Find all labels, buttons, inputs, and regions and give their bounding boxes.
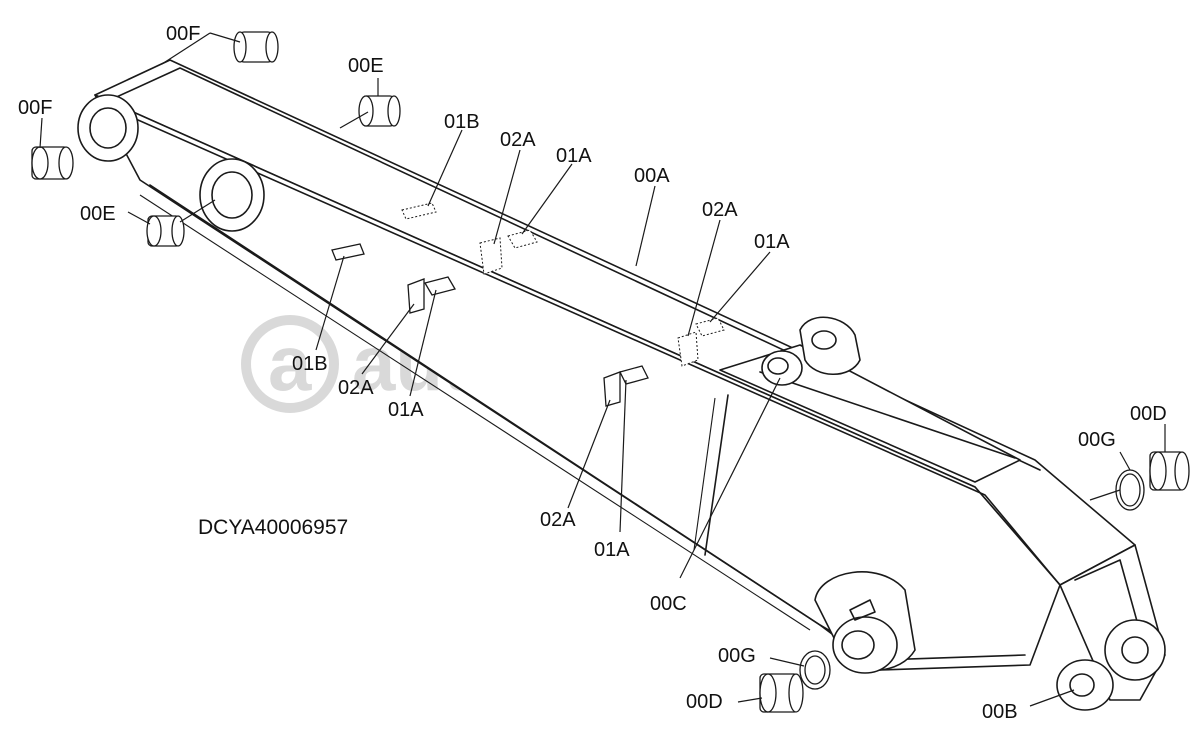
shim-02A-low	[603, 371, 621, 407]
end-bore-left	[1069, 673, 1095, 697]
callout-01B-top[interactable]: 01B	[444, 111, 480, 133]
shim-02A-mid	[407, 278, 425, 314]
bushing-00E-left	[146, 215, 185, 247]
arm-body	[77, 59, 1166, 711]
watermark-at-glyph: a	[268, 319, 312, 407]
callout-00A[interactable]: 00A	[634, 165, 670, 187]
arm-web-line	[704, 394, 729, 556]
clip-01A-top	[507, 229, 538, 249]
arm-web-line-2	[693, 397, 716, 551]
loose-parts	[31, 31, 1190, 713]
shim-02A-right	[677, 331, 699, 367]
lower-bore	[841, 630, 875, 660]
middle-bore	[211, 171, 253, 219]
bushing-00F-left	[31, 146, 74, 180]
callout-01B-mid[interactable]: 01B	[292, 353, 328, 375]
bushing-00D-right	[1149, 451, 1190, 491]
callout-01A-top[interactable]: 01A	[556, 145, 592, 167]
left-bore	[89, 107, 127, 149]
callout-02A-low[interactable]: 02A	[540, 509, 576, 531]
clips	[331, 202, 725, 407]
end-bore-right	[1121, 636, 1149, 664]
bracket-hole	[811, 330, 837, 350]
drawing-code: DCYA40006957	[198, 516, 348, 539]
leader-lines	[39, 32, 1166, 707]
ring-00G-right-inner	[1119, 473, 1141, 507]
bushing-00D-bottom	[759, 673, 804, 713]
clip-01B-top	[401, 202, 437, 220]
arm-bottom-edge	[139, 194, 811, 631]
shim-02A-top	[479, 237, 503, 275]
callout-00F-left[interactable]: 00F	[18, 97, 52, 119]
callout-02A-top[interactable]: 02A	[500, 129, 536, 151]
callout-02A-right[interactable]: 02A	[702, 199, 738, 221]
callout-01A-right[interactable]: 01A	[754, 231, 790, 253]
arm-side-face	[94, 94, 1061, 671]
arm-top-edge	[109, 67, 1041, 471]
callout-01A-low[interactable]: 01A	[594, 539, 630, 561]
callout-00B[interactable]: 00B	[982, 701, 1018, 723]
callout-00E-top[interactable]: 00E	[348, 55, 384, 77]
bushing-00F-top	[233, 31, 279, 63]
callout-00E-left[interactable]: 00E	[80, 203, 116, 225]
callout-00F-top[interactable]: 00F	[166, 23, 200, 45]
ring-00G-bottom-inner	[804, 655, 826, 685]
bracket-pin-hole	[767, 357, 789, 375]
callout-01A-mid[interactable]: 01A	[388, 399, 424, 421]
clip-01B-mid	[331, 243, 365, 261]
callout-00C[interactable]: 00C	[650, 593, 687, 615]
arm-top-inner-edge	[119, 111, 1061, 586]
clip-01A-right	[695, 317, 725, 337]
callout-labels: 00F 00F 00E 00E 01B 02A 01A 00A 02A 01A …	[18, 23, 1167, 723]
bushing-00E-top	[358, 95, 401, 127]
bracket-rib	[759, 371, 1016, 459]
grease-fitting	[849, 599, 876, 621]
clip-01A-low	[619, 365, 649, 385]
clip-01A-mid	[424, 276, 456, 296]
callout-00D-right[interactable]: 00D	[1130, 403, 1167, 425]
callout-02A-mid[interactable]: 02A	[338, 377, 374, 399]
callout-00G-bottom[interactable]: 00G	[718, 645, 756, 667]
callout-00G-right[interactable]: 00G	[1078, 429, 1116, 451]
callout-00D-bottom[interactable]: 00D	[686, 691, 723, 713]
